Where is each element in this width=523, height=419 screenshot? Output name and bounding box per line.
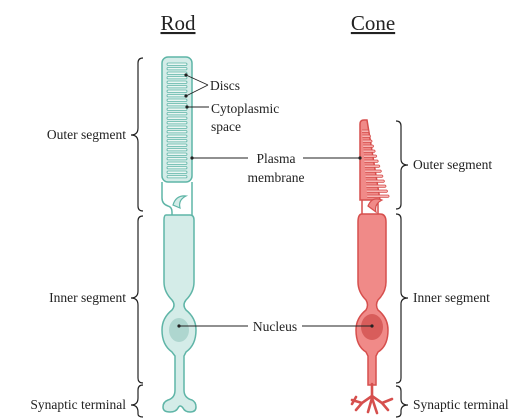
rod-disc [167,167,187,169]
cone-cell [352,120,392,413]
rod-disc [167,135,187,137]
rod-disc [167,153,187,155]
rod-disc [167,86,187,88]
left-inner-segment-label: Inner segment [49,290,126,305]
right-synaptic-terminal-label: Synaptic terminal [413,397,509,412]
rod-disc [167,72,187,74]
discs-label: Discs [210,78,240,93]
right-inner-segment-label: Inner segment [413,290,490,305]
rod-disc [167,113,187,115]
cone-inner-segment [356,214,388,385]
cone-disc [367,190,388,192]
left-inner-segment-brace [131,216,143,383]
left-synaptic-terminal-label: Synaptic terminal [30,397,126,412]
cone-disc [363,145,373,147]
plasma-membrane-label-line1: Plasma [257,151,296,166]
cone-disc [366,180,385,182]
rod-disc [167,117,187,119]
cone-disc [364,160,378,162]
left-synaptic-brace [131,385,143,417]
cone-disc [367,195,389,197]
cone-disc [362,135,370,137]
plasma-membrane-label-line2: membrane [248,170,305,185]
cytoplasmic-space-label-line1: Cytoplasmic [211,101,279,116]
rod-disc [167,140,187,142]
rod-disc [167,144,187,146]
right-synaptic-brace [396,386,408,417]
rod-disc [167,90,187,92]
cone-disc [365,165,380,167]
rod-disc [167,122,187,124]
left-outer-segment-label: Outer segment [47,127,126,142]
rod-disc [167,162,187,164]
cone-synaptic-terminal [352,384,392,413]
rod-title: Rod [160,11,196,35]
rod-cilium-fold [173,196,186,208]
rod-disc [167,63,187,65]
cone-disc [362,130,369,132]
cone-disc [365,170,381,172]
rod-disc [167,68,187,70]
cone-disc [366,185,386,187]
cytoplasmic-space-label-line2: space [211,119,241,134]
rod-disc [167,99,187,101]
rod-cell [162,57,196,412]
rod-disc [167,149,187,151]
right-outer-segment-brace [396,121,408,209]
rod-disc [167,131,187,133]
rod-inner-segment [162,215,196,412]
cone-disc [363,140,372,142]
cone-disc [364,155,377,157]
rod-disc [167,104,187,106]
rod-disc [167,126,187,128]
rod-disc [167,158,187,160]
rod-disc [167,81,187,83]
right-inner-segment-brace [396,214,408,383]
rod-disc [167,108,187,110]
cone-disc [366,175,383,177]
rod-nucleus [169,318,189,342]
cone-cilium-fold [368,199,382,212]
rod-disc [167,77,187,79]
nucleus-label: Nucleus [253,319,297,334]
cone-disc [364,150,376,152]
rod-disc [167,171,187,173]
cone-title: Cone [351,11,395,35]
right-outer-segment-label: Outer segment [413,157,492,172]
rod-disc [167,176,187,178]
left-outer-segment-brace [131,58,143,211]
rod-disc [167,95,187,97]
